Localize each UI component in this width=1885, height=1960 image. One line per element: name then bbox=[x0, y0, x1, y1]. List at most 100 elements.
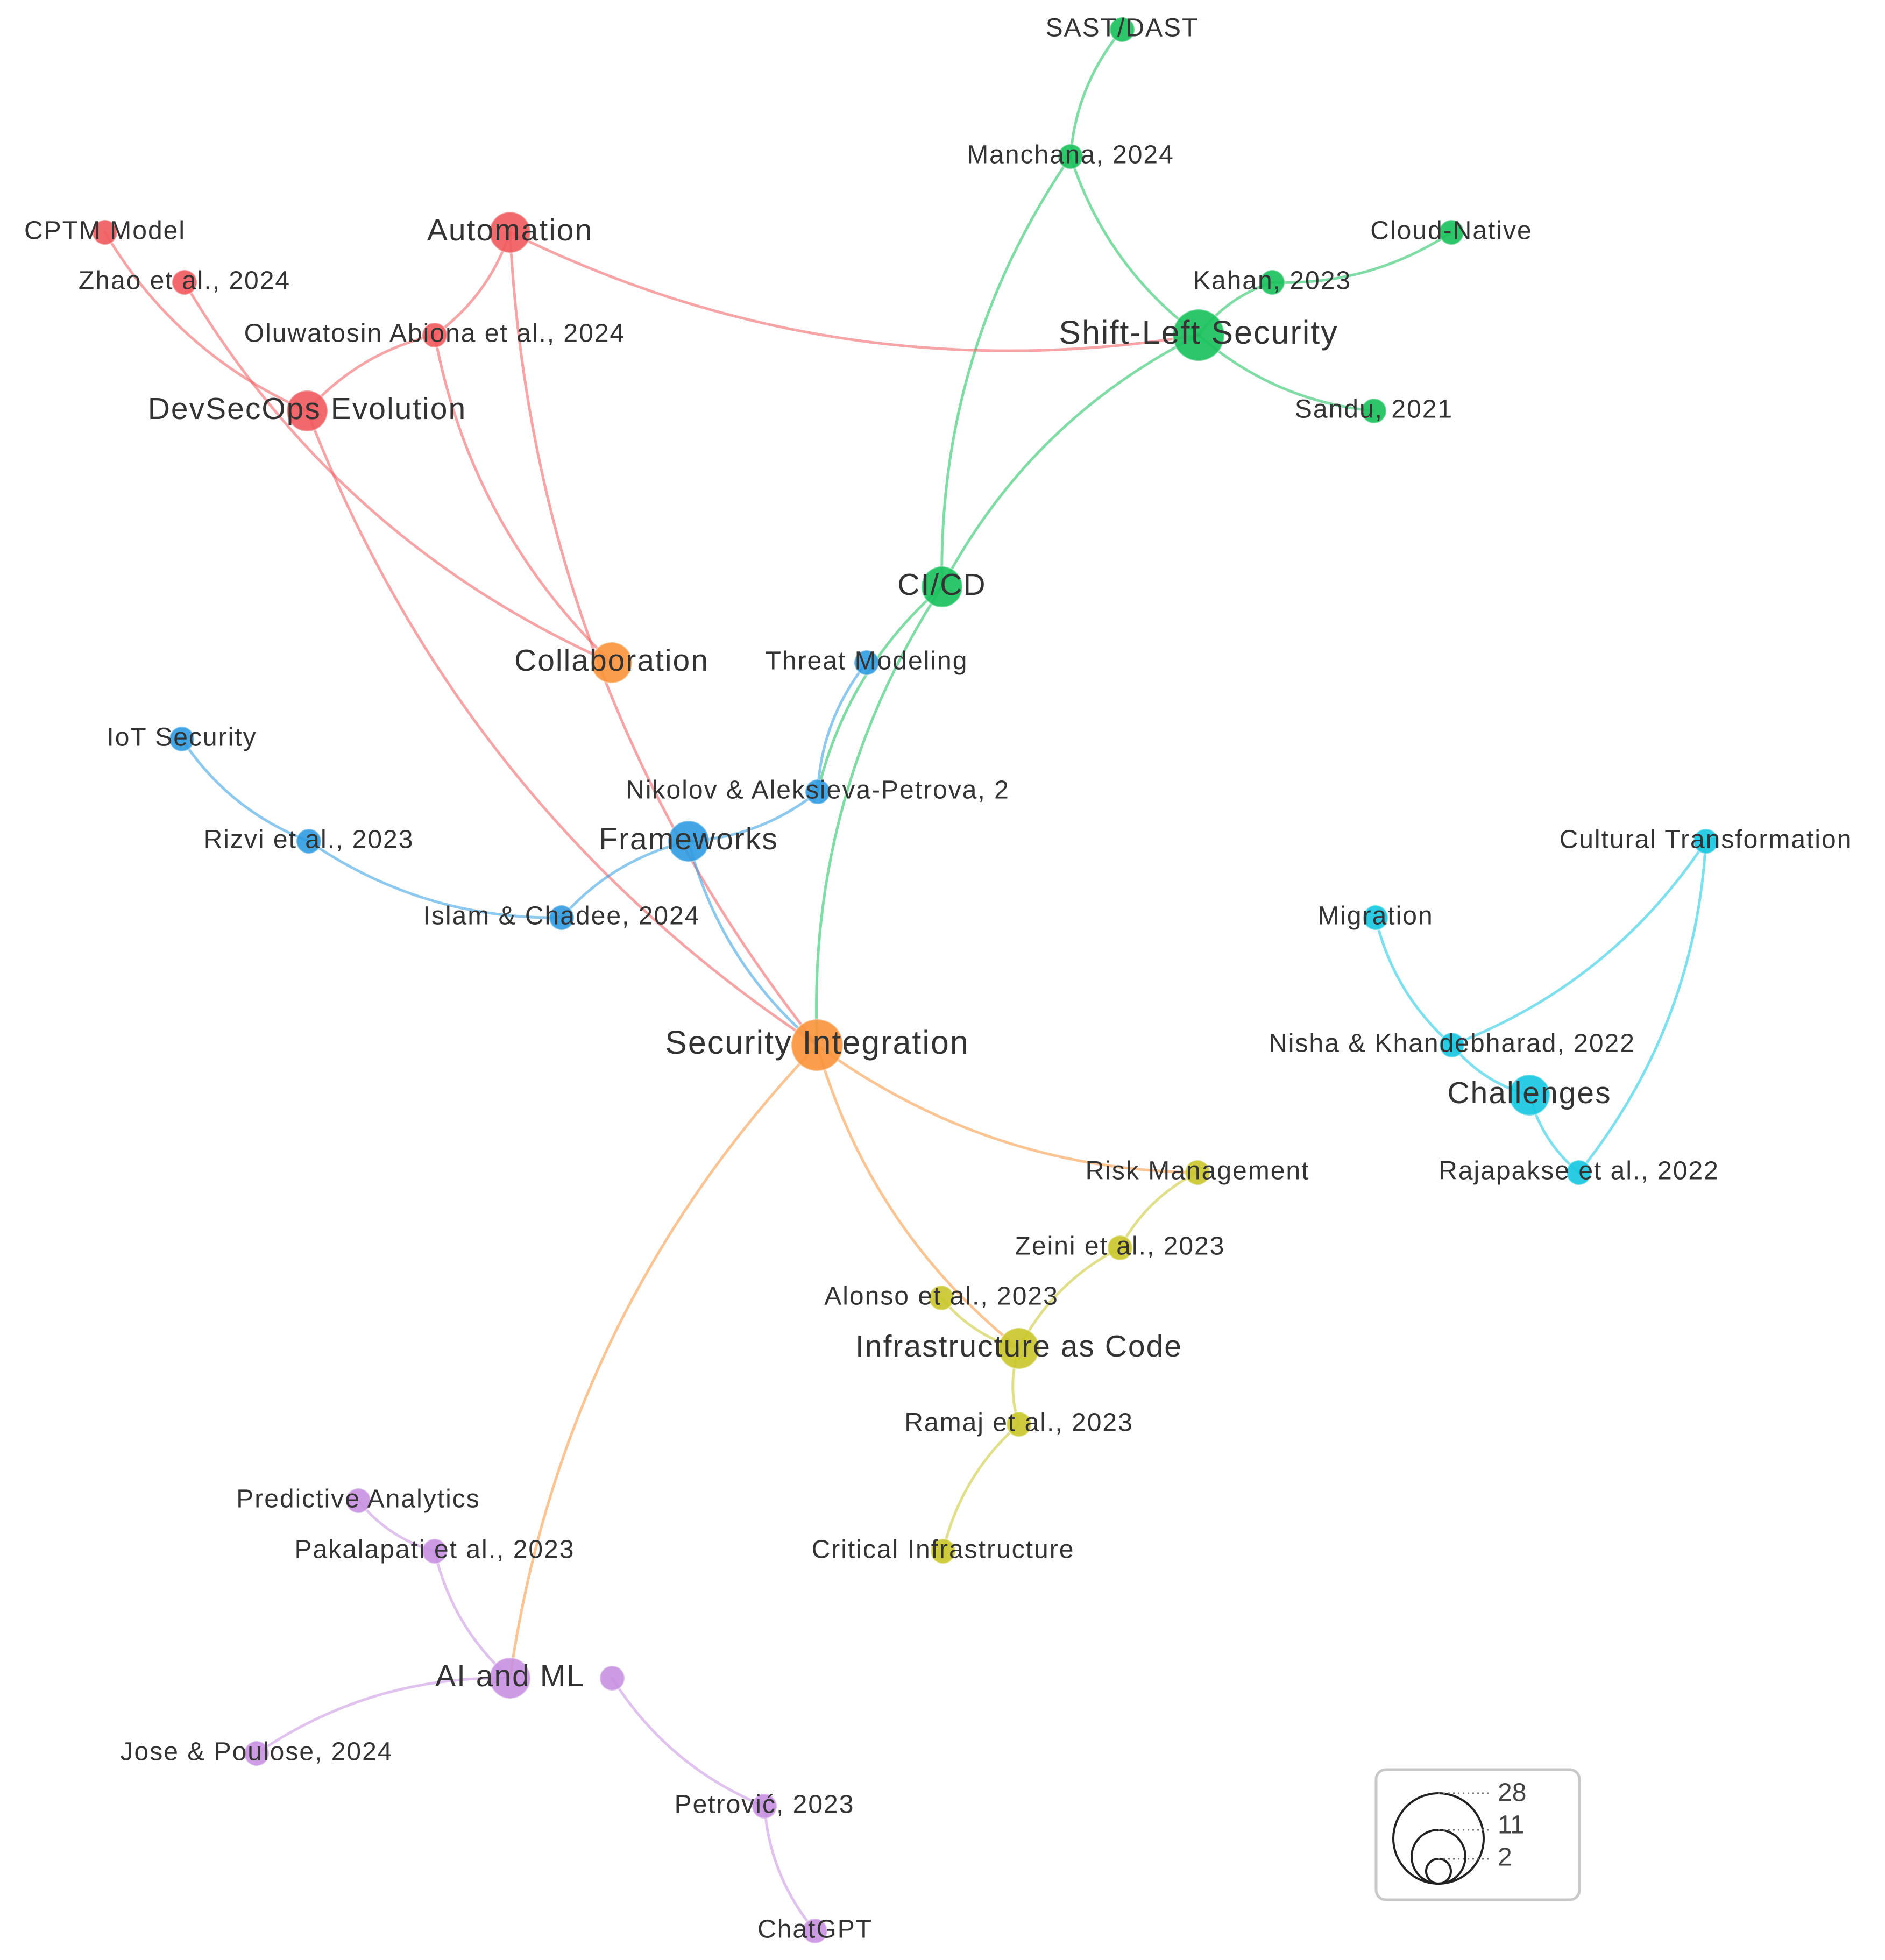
node-label-abiona: Oluwatosin Abiona et al., 2024 bbox=[244, 319, 625, 348]
edge-risk-zeini bbox=[1118, 1171, 1199, 1249]
node-label-critical: Critical Infrastructure bbox=[812, 1536, 1075, 1564]
node-petrovic[interactable] bbox=[751, 1793, 778, 1820]
edge-nisha-cultural bbox=[1450, 840, 1707, 1047]
node-challenges[interactable] bbox=[1508, 1074, 1551, 1117]
node-label-manchana: Manchana, 2024 bbox=[967, 141, 1174, 169]
node-label-sandu: Sandu, 2021 bbox=[1295, 395, 1453, 424]
edge-aiml_hub-petrovic bbox=[611, 1677, 766, 1808]
node-jose[interactable] bbox=[243, 1740, 270, 1767]
node-label-nikolov: Nikolov & Aleksieva-Petrova, 2 bbox=[626, 776, 1010, 805]
size-legend: 28 11 2 bbox=[1374, 1768, 1581, 1901]
node-label-migration: Migration bbox=[1317, 902, 1433, 931]
node-cloudnative[interactable] bbox=[1438, 219, 1465, 246]
node-label-risk: Risk Management bbox=[1086, 1157, 1310, 1185]
node-label-iot: IoT Security bbox=[107, 723, 257, 752]
node-label-jose: Jose & Poulose, 2024 bbox=[121, 1738, 393, 1766]
node-frameworks[interactable] bbox=[667, 820, 710, 863]
node-sandu[interactable] bbox=[1360, 397, 1387, 424]
edges-layer bbox=[103, 28, 1707, 1933]
edge-cicd-nikolov bbox=[816, 585, 944, 793]
node-label-rajapakse: Rajapakse et al., 2022 bbox=[1438, 1157, 1719, 1185]
node-label-iac: Infrastructure as Code bbox=[855, 1329, 1182, 1364]
edge-cicd-security bbox=[815, 585, 944, 1047]
node-label-devsecops: DevSecOps Evolution bbox=[148, 392, 466, 426]
node-pakalapati[interactable] bbox=[421, 1538, 448, 1565]
node-label-ramaj: Ramaj et al., 2023 bbox=[904, 1409, 1133, 1437]
node-label-threat: Threat Modeling bbox=[766, 647, 968, 676]
node-threat[interactable] bbox=[853, 649, 880, 676]
node-label-aiml: AI and ML bbox=[435, 1659, 585, 1693]
node-abiona[interactable] bbox=[421, 322, 448, 349]
legend-value-medium: 11 bbox=[1498, 1811, 1525, 1840]
legend-value-large: 28 bbox=[1498, 1779, 1526, 1807]
node-automation[interactable] bbox=[488, 211, 532, 254]
node-aiml[interactable] bbox=[488, 1657, 532, 1700]
node-label-security: Security Integration bbox=[665, 1024, 969, 1061]
node-nisha[interactable] bbox=[1438, 1032, 1465, 1059]
edge-manchana-cicd bbox=[940, 155, 1072, 588]
edge-migration-nisha bbox=[1374, 916, 1454, 1047]
node-kahan[interactable] bbox=[1259, 269, 1286, 296]
edge-shiftleft-sandu bbox=[1197, 333, 1376, 413]
edge-ramaj-critical bbox=[941, 1423, 1021, 1553]
node-label-nisha: Nisha & Khandebharad, 2022 bbox=[1269, 1029, 1635, 1058]
legend-box bbox=[1374, 1768, 1581, 1901]
legend-value-small: 2 bbox=[1498, 1843, 1512, 1872]
edge-kahan-cloudnative bbox=[1271, 231, 1453, 284]
node-rajapakse[interactable] bbox=[1565, 1159, 1592, 1186]
node-label-collab: Collaboration bbox=[514, 643, 709, 678]
node-security[interactable] bbox=[790, 1018, 844, 1072]
edge-security-iac bbox=[816, 1043, 1021, 1350]
node-migration[interactable] bbox=[1362, 904, 1389, 931]
node-islam[interactable] bbox=[548, 904, 575, 931]
edge-zhao-collab bbox=[183, 281, 613, 664]
edge-security-risk bbox=[816, 1043, 1199, 1174]
node-iot[interactable] bbox=[168, 726, 195, 752]
node-nikolov[interactable] bbox=[804, 778, 831, 805]
node-label-cultural: Cultural Transformation bbox=[1560, 826, 1853, 854]
edge-iot-rizvi bbox=[180, 737, 310, 843]
node-label-pakalapati: Pakalapati et al., 2023 bbox=[294, 1536, 575, 1564]
edge-devsecops-security bbox=[306, 409, 819, 1047]
edge-manchana-shiftleft bbox=[1069, 155, 1200, 337]
node-label-sast: SAST/DAST bbox=[1046, 14, 1199, 42]
node-manchana[interactable] bbox=[1057, 143, 1084, 170]
node-label-cicd: CI/CD bbox=[897, 567, 986, 602]
node-label-petrovic: Petrović, 2023 bbox=[675, 1791, 855, 1819]
node-collab[interactable] bbox=[590, 641, 633, 684]
node-label-shiftleft: Shift-Left Security bbox=[1059, 314, 1338, 351]
node-iac[interactable] bbox=[997, 1327, 1040, 1370]
node-cultural[interactable] bbox=[1692, 828, 1719, 855]
node-cicd[interactable] bbox=[920, 565, 963, 608]
node-risk[interactable] bbox=[1184, 1159, 1211, 1186]
node-ramaj[interactable] bbox=[1005, 1411, 1032, 1438]
edge-frameworks-security bbox=[687, 840, 819, 1047]
node-alonso[interactable] bbox=[928, 1284, 955, 1311]
node-critical[interactable] bbox=[930, 1538, 956, 1565]
node-predictive[interactable] bbox=[345, 1487, 372, 1514]
node-label-challenges: Challenges bbox=[1447, 1076, 1611, 1110]
node-label-zhao: Zhao et al., 2024 bbox=[79, 267, 290, 295]
node-label-zeini: Zeini et al., 2023 bbox=[1015, 1232, 1225, 1261]
node-sast[interactable] bbox=[1109, 16, 1136, 43]
node-label-predictive: Predictive Analytics bbox=[236, 1485, 480, 1514]
node-aiml_hub[interactable] bbox=[599, 1665, 626, 1692]
node-label-alonso: Alonso et al., 2023 bbox=[824, 1282, 1059, 1311]
node-chatgpt[interactable] bbox=[802, 1918, 828, 1944]
node-devsecops[interactable] bbox=[286, 389, 329, 432]
node-cptm[interactable] bbox=[91, 219, 118, 246]
nodes-layer bbox=[91, 16, 1719, 1944]
edge-cptm-devsecops bbox=[103, 231, 309, 413]
node-zeini[interactable] bbox=[1107, 1234, 1133, 1261]
edge-rajapakse-cultural bbox=[1577, 840, 1707, 1174]
node-label-cloudnative: Cloud-Native bbox=[1370, 217, 1532, 245]
node-zhao[interactable] bbox=[171, 269, 198, 296]
edge-rizvi-islam bbox=[307, 840, 563, 919]
node-label-frameworks: Frameworks bbox=[599, 822, 778, 856]
node-label-islam: Islam & Chadee, 2024 bbox=[423, 902, 700, 931]
node-label-chatgpt: ChatGPT bbox=[757, 1915, 873, 1944]
node-rizvi[interactable] bbox=[295, 828, 322, 855]
node-shiftleft[interactable] bbox=[1172, 308, 1225, 362]
